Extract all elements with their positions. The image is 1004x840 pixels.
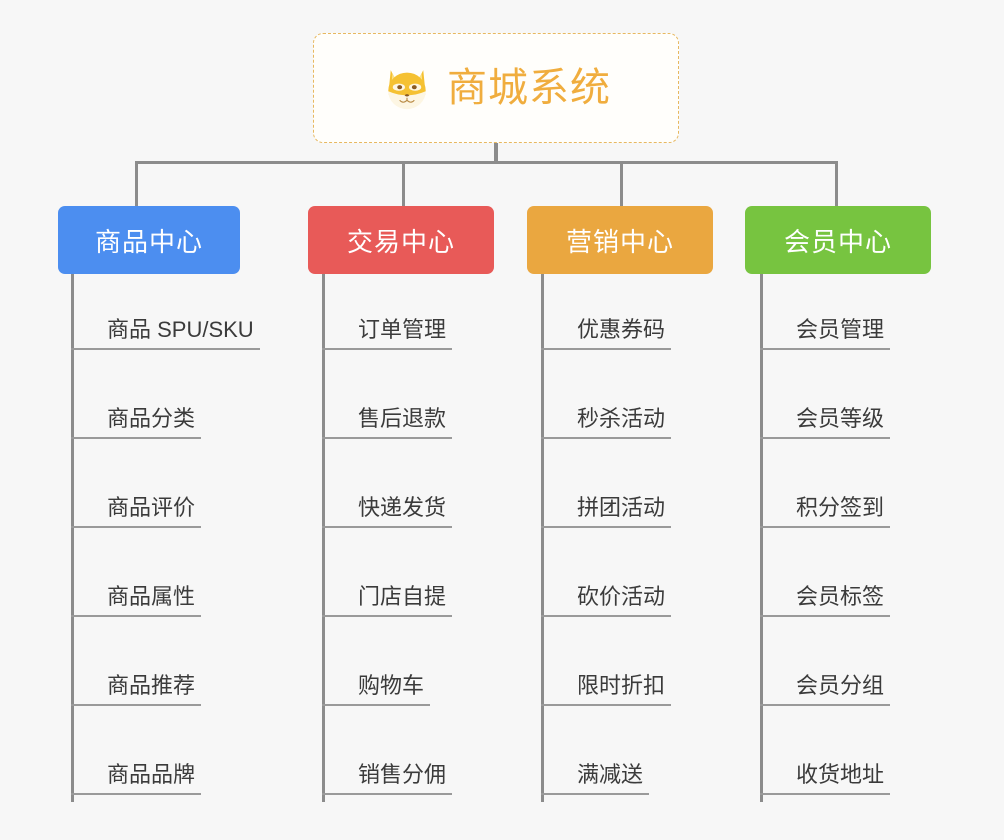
leaf-item[interactable]: 会员等级 — [760, 399, 891, 439]
leaf-item-label: 会员标签 — [760, 584, 891, 617]
leaf-item[interactable]: 限时折扣 — [541, 666, 672, 706]
category-header-label: 商品中心 — [94, 226, 203, 257]
leaf-item-label: 快递发货 — [322, 495, 453, 528]
leaf-item-label: 会员等级 — [760, 406, 891, 439]
column-spine-trade-center — [322, 274, 325, 802]
leaf-item[interactable]: 拼团活动 — [541, 488, 672, 528]
leaf-item-label: 限时折扣 — [541, 673, 672, 706]
column-spine-marketing-center — [541, 274, 544, 802]
leaf-item[interactable]: 售后退款 — [322, 399, 453, 439]
root-node-content: 商城系统 — [381, 62, 611, 114]
leaf-item[interactable]: 秒杀活动 — [541, 399, 672, 439]
leaf-item[interactable]: 满减送 — [541, 755, 650, 795]
category-header-trade-center[interactable]: 交易中心 — [308, 206, 494, 274]
leaf-item[interactable]: 快递发货 — [322, 488, 453, 528]
leaf-item[interactable]: 商品属性 — [71, 577, 202, 617]
leaf-item[interactable]: 优惠券码 — [541, 310, 672, 350]
leaf-item[interactable]: 商品推荐 — [71, 666, 202, 706]
leaf-item[interactable]: 商品 SPU/SKU — [71, 310, 260, 350]
leaf-item[interactable]: 商品分类 — [71, 399, 202, 439]
leaf-item[interactable]: 门店自提 — [322, 577, 453, 617]
leaf-item-label: 商品属性 — [71, 584, 202, 617]
leaf-item[interactable]: 商品品牌 — [71, 755, 202, 795]
category-header-label: 营销中心 — [565, 226, 674, 257]
leaf-item-label: 秒杀活动 — [541, 406, 672, 439]
leaf-item-label: 满减送 — [541, 762, 650, 795]
category-header-label: 会员中心 — [783, 226, 892, 257]
leaf-item-label: 收货地址 — [760, 762, 891, 795]
category-header-product-center[interactable]: 商品中心 — [58, 206, 240, 274]
leaf-item-label: 商品品牌 — [71, 762, 202, 795]
leaf-item[interactable]: 会员标签 — [760, 577, 891, 617]
leaf-item-label: 积分签到 — [760, 495, 891, 528]
root-node-shop-system[interactable]: 商城系统 — [313, 33, 679, 143]
leaf-item-label: 会员管理 — [760, 317, 891, 350]
leaf-item-label: 商品评价 — [71, 495, 202, 528]
connector-drop-2 — [402, 161, 405, 206]
leaf-item-label: 商品分类 — [71, 406, 202, 439]
connector-drop-1 — [135, 161, 138, 206]
leaf-item-label: 购物车 — [322, 673, 431, 706]
root-node-title: 商城系统 — [447, 66, 611, 110]
leaf-item[interactable]: 销售分佣 — [322, 755, 453, 795]
leaf-item-label: 订单管理 — [322, 317, 453, 350]
leaf-item[interactable]: 积分签到 — [760, 488, 891, 528]
leaf-item[interactable]: 订单管理 — [322, 310, 453, 350]
category-header-member-center[interactable]: 会员中心 — [745, 206, 931, 274]
connector-root-stem — [494, 143, 498, 163]
leaf-item-label: 销售分佣 — [322, 762, 453, 795]
leaf-item[interactable]: 商品评价 — [71, 488, 202, 528]
leaf-item[interactable]: 购物车 — [322, 666, 431, 706]
leaf-item[interactable]: 会员分组 — [760, 666, 891, 706]
connector-drop-4 — [835, 161, 838, 206]
leaf-item[interactable]: 会员管理 — [760, 310, 891, 350]
leaf-item-label: 售后退款 — [322, 406, 453, 439]
connector-drop-3 — [620, 161, 623, 206]
leaf-item-label: 商品 SPU/SKU — [71, 317, 260, 350]
column-spine-member-center — [760, 274, 763, 802]
category-header-marketing-center[interactable]: 营销中心 — [527, 206, 713, 274]
leaf-item-label: 优惠券码 — [541, 317, 672, 350]
leaf-item[interactable]: 收货地址 — [760, 755, 891, 795]
leaf-item[interactable]: 砍价活动 — [541, 577, 672, 617]
leaf-item-label: 砍价活动 — [541, 584, 672, 617]
category-header-label: 交易中心 — [346, 226, 455, 257]
connector-bus — [135, 161, 838, 164]
leaf-item-label: 会员分组 — [760, 673, 891, 706]
leaf-item-label: 拼团活动 — [541, 495, 672, 528]
leaf-item-label: 商品推荐 — [71, 673, 202, 706]
column-spine-product-center — [71, 274, 74, 802]
leaf-item-label: 门店自提 — [322, 584, 453, 617]
shiba-inu-icon — [388, 70, 426, 110]
